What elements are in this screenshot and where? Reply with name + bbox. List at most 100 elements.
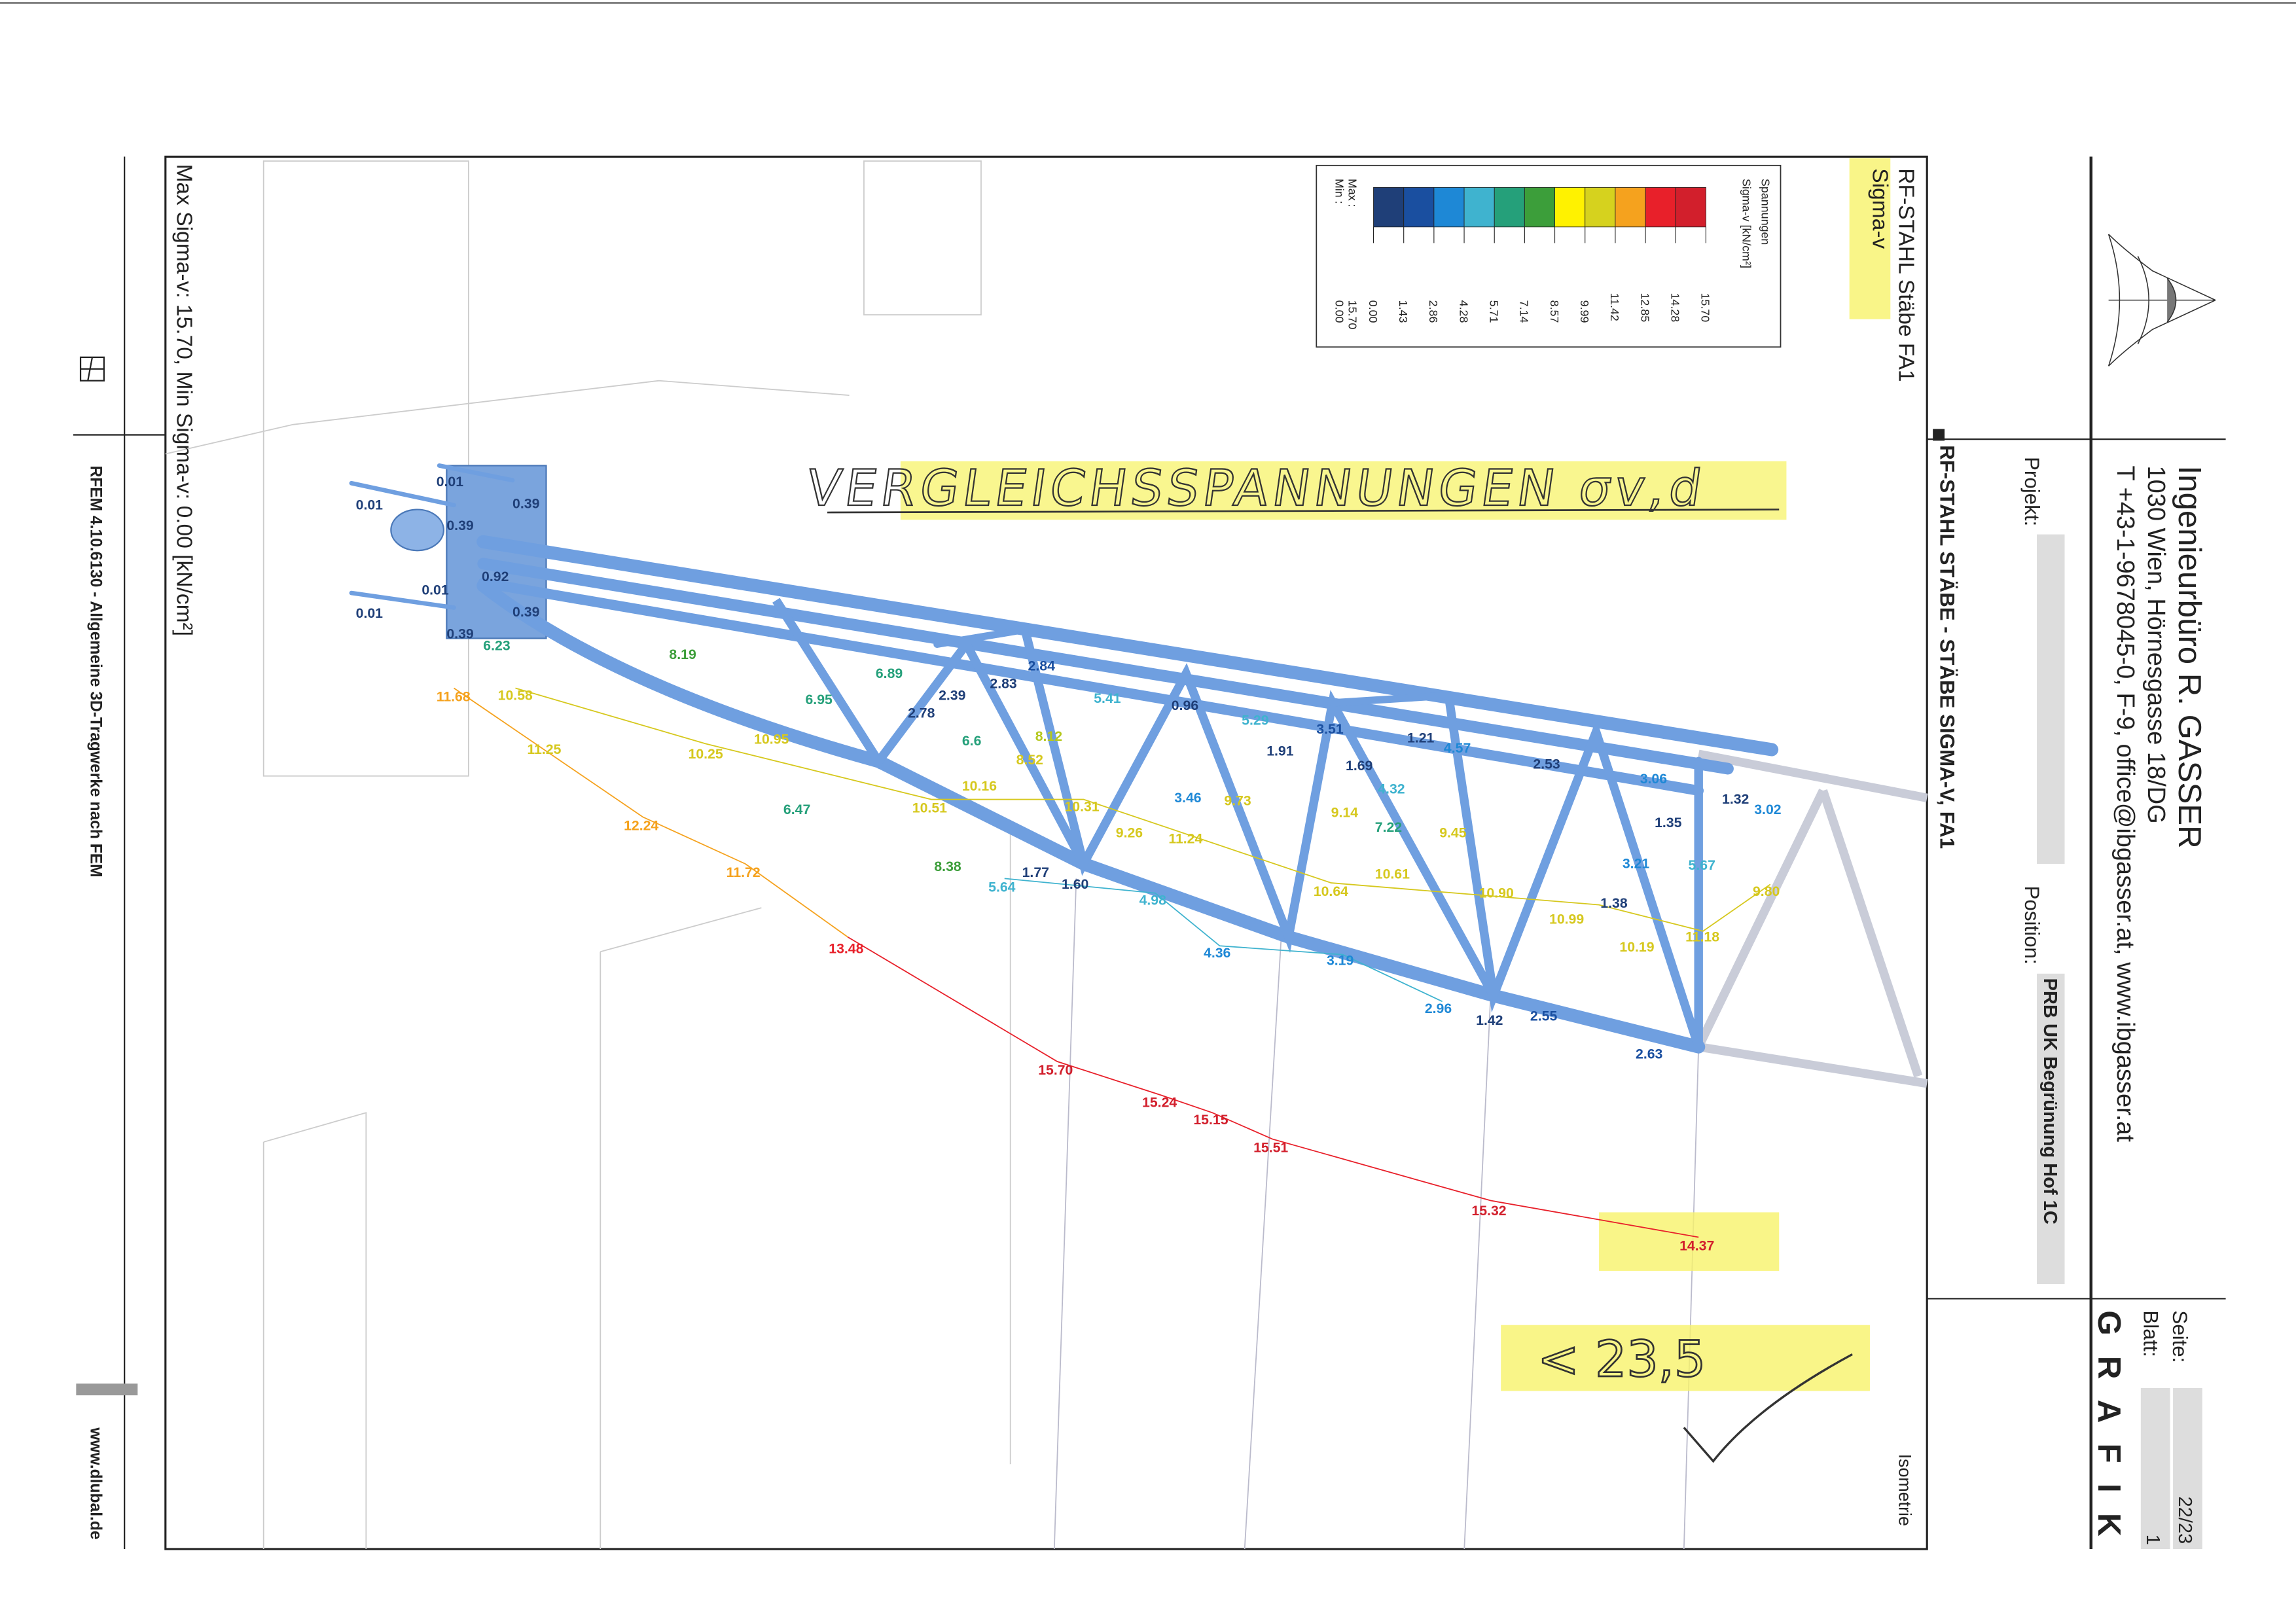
- stress-value-label: 1.35: [1655, 815, 1682, 830]
- legend-color-swatch: [1675, 187, 1706, 228]
- legend-color-swatch: [1433, 187, 1465, 228]
- project-field: [2037, 534, 2065, 864]
- stress-value-label: 6.95: [805, 692, 833, 707]
- stress-value-label: 15.24: [1142, 1094, 1177, 1110]
- stress-value-label: 10.19: [1619, 939, 1654, 955]
- stress-value-label: 4.57: [1444, 740, 1471, 756]
- company-address: 1030 Wien, Hörnesgasse 18/DG: [2142, 465, 2170, 823]
- page-value: 22/23: [2174, 1496, 2195, 1544]
- stress-value-label: 5.29: [1242, 712, 1269, 728]
- software-label: RFEM 4.10.6130 - Allgemeine 3D-Tragwerke…: [87, 465, 105, 877]
- view-label: Isometrie: [1895, 1454, 1915, 1526]
- stress-value-label: 10.61: [1375, 866, 1410, 882]
- company-contact: T +43-1-9678045-0, F-9, office@ibgasser.…: [2111, 465, 2139, 1142]
- stress-value-label: 3.46: [1174, 790, 1202, 806]
- drawing-title: RF-STAHL Stäbe FA1: [1894, 168, 1918, 382]
- stress-value-label: 0.01: [422, 582, 449, 597]
- stress-value-label: 10.95: [754, 732, 789, 747]
- steel-truss: [349, 463, 1779, 1054]
- legend-min-label: Min :: [1333, 179, 1346, 204]
- stress-value-label: 6.89: [876, 666, 903, 681]
- page-label: Seite:: [2168, 1310, 2191, 1363]
- legend-tick-label: 14.28: [1669, 293, 1682, 322]
- stress-value-label: 15.70: [1038, 1062, 1073, 1078]
- position-value: PRB UK Begrünung Hof 1C: [2039, 978, 2060, 1224]
- legend-tick-label: 9.99: [1578, 300, 1591, 323]
- stress-value-label: 1.69: [1346, 758, 1373, 774]
- legend-title: Spannungen: [1759, 179, 1772, 245]
- stress-value-label: 0.39: [446, 626, 474, 641]
- stress-value-label: 11.18: [1685, 929, 1719, 945]
- stress-value-label: 1.38: [1600, 895, 1628, 911]
- company-name: Ingenieurbüro R. GASSER: [2172, 465, 2208, 848]
- stress-value-label: 11.24: [1168, 831, 1202, 847]
- stress-value-label: 9.45: [1439, 825, 1467, 841]
- legend-color-swatch: [1463, 187, 1495, 228]
- legend-max-label: Max :: [1346, 179, 1359, 207]
- dlubal-logo: [79, 356, 105, 382]
- legend-tick-label: 4.28: [1457, 300, 1470, 323]
- stress-value-label: 1.91: [1266, 743, 1294, 758]
- stress-value-label: 10.99: [1549, 912, 1584, 927]
- legend-tick-label: 5.71: [1487, 300, 1500, 323]
- stress-value-label: 15.51: [1253, 1140, 1288, 1156]
- stress-value-label: 2.83: [990, 676, 1017, 692]
- stress-value-label: 3.51: [1316, 721, 1344, 737]
- highlight-sigma: [1849, 158, 1891, 319]
- stress-value-label: 2.63: [1636, 1046, 1663, 1062]
- stress-value-label: 6.47: [783, 802, 810, 817]
- stress-value-label: 11.72: [726, 865, 761, 880]
- legend-tick-label: 1.43: [1397, 300, 1410, 323]
- legend-max-value: 15.70: [1346, 300, 1359, 330]
- handwritten-title: VERGLEICHSSPANNUNGEN σv,d: [803, 459, 1710, 518]
- stress-value-label: 10.25: [689, 746, 723, 762]
- stress-value-label: 5.67: [1689, 857, 1715, 873]
- stress-value-label: 1.21: [1407, 730, 1435, 745]
- legend-tick-label: 8.57: [1548, 300, 1561, 323]
- stress-value-label: 2.55: [1530, 1008, 1558, 1024]
- drawing-subtitle: Sigma-v: [1867, 168, 1892, 249]
- stress-value-label: 11.68: [437, 689, 471, 705]
- project-label: Projekt:: [2020, 457, 2043, 526]
- legend-tick-label: 2.86: [1427, 300, 1440, 323]
- heading-marker: [1933, 429, 1945, 441]
- stress-value-label: 7.22: [1375, 819, 1402, 835]
- stress-value-label: 2.78: [908, 705, 935, 721]
- position-label: Position:: [2020, 886, 2043, 965]
- legend-tick-label: 12.85: [1638, 293, 1651, 322]
- stress-value-label: 9.73: [1224, 793, 1251, 808]
- position-field: [2037, 973, 2065, 1285]
- stress-value-label: 10.64: [1314, 883, 1348, 899]
- stress-value-label: 4.36: [1204, 945, 1231, 961]
- stress-value-label: 10.31: [1064, 798, 1099, 814]
- stress-value-label: 10.16: [962, 778, 997, 794]
- stress-value-label: 5.64: [988, 879, 1016, 895]
- stress-value-label: 15.32: [1471, 1203, 1506, 1219]
- legend-color-swatch: [1585, 187, 1616, 228]
- stress-value-label: 0.01: [356, 605, 384, 621]
- stress-value-label: 15.15: [1193, 1112, 1228, 1128]
- legend-color-swatch: [1615, 187, 1646, 228]
- highlight-max: [1599, 1212, 1780, 1271]
- stress-value-label: 1.77: [1022, 865, 1049, 880]
- legend-tick-label: 0.00: [1367, 300, 1380, 323]
- stress-value-label: 10.51: [912, 800, 947, 816]
- stress-value-label: 6.6: [962, 733, 982, 749]
- stress-value-label: 5.41: [1094, 690, 1121, 706]
- legend-color-swatch: [1554, 187, 1586, 228]
- stress-value-label: 6.23: [483, 637, 511, 653]
- stress-value-label: 8.19: [669, 647, 696, 662]
- legend-tick-label: 11.42: [1608, 293, 1621, 321]
- legend-color-swatch: [1494, 187, 1525, 228]
- stress-value-label: 2.84: [1028, 658, 1056, 674]
- stress-value-label: 2.39: [939, 687, 966, 703]
- truss-continuation: [1695, 749, 1928, 1088]
- website-label: www.dlubal.de: [87, 1427, 105, 1539]
- stress-value-label: 0.92: [482, 569, 509, 584]
- stress-value-label: 1.42: [1476, 1012, 1503, 1028]
- stress-value-label: 9.14: [1331, 804, 1359, 820]
- stress-value-label: 10.90: [1479, 885, 1514, 901]
- stress-value-label: 8.12: [1035, 728, 1062, 744]
